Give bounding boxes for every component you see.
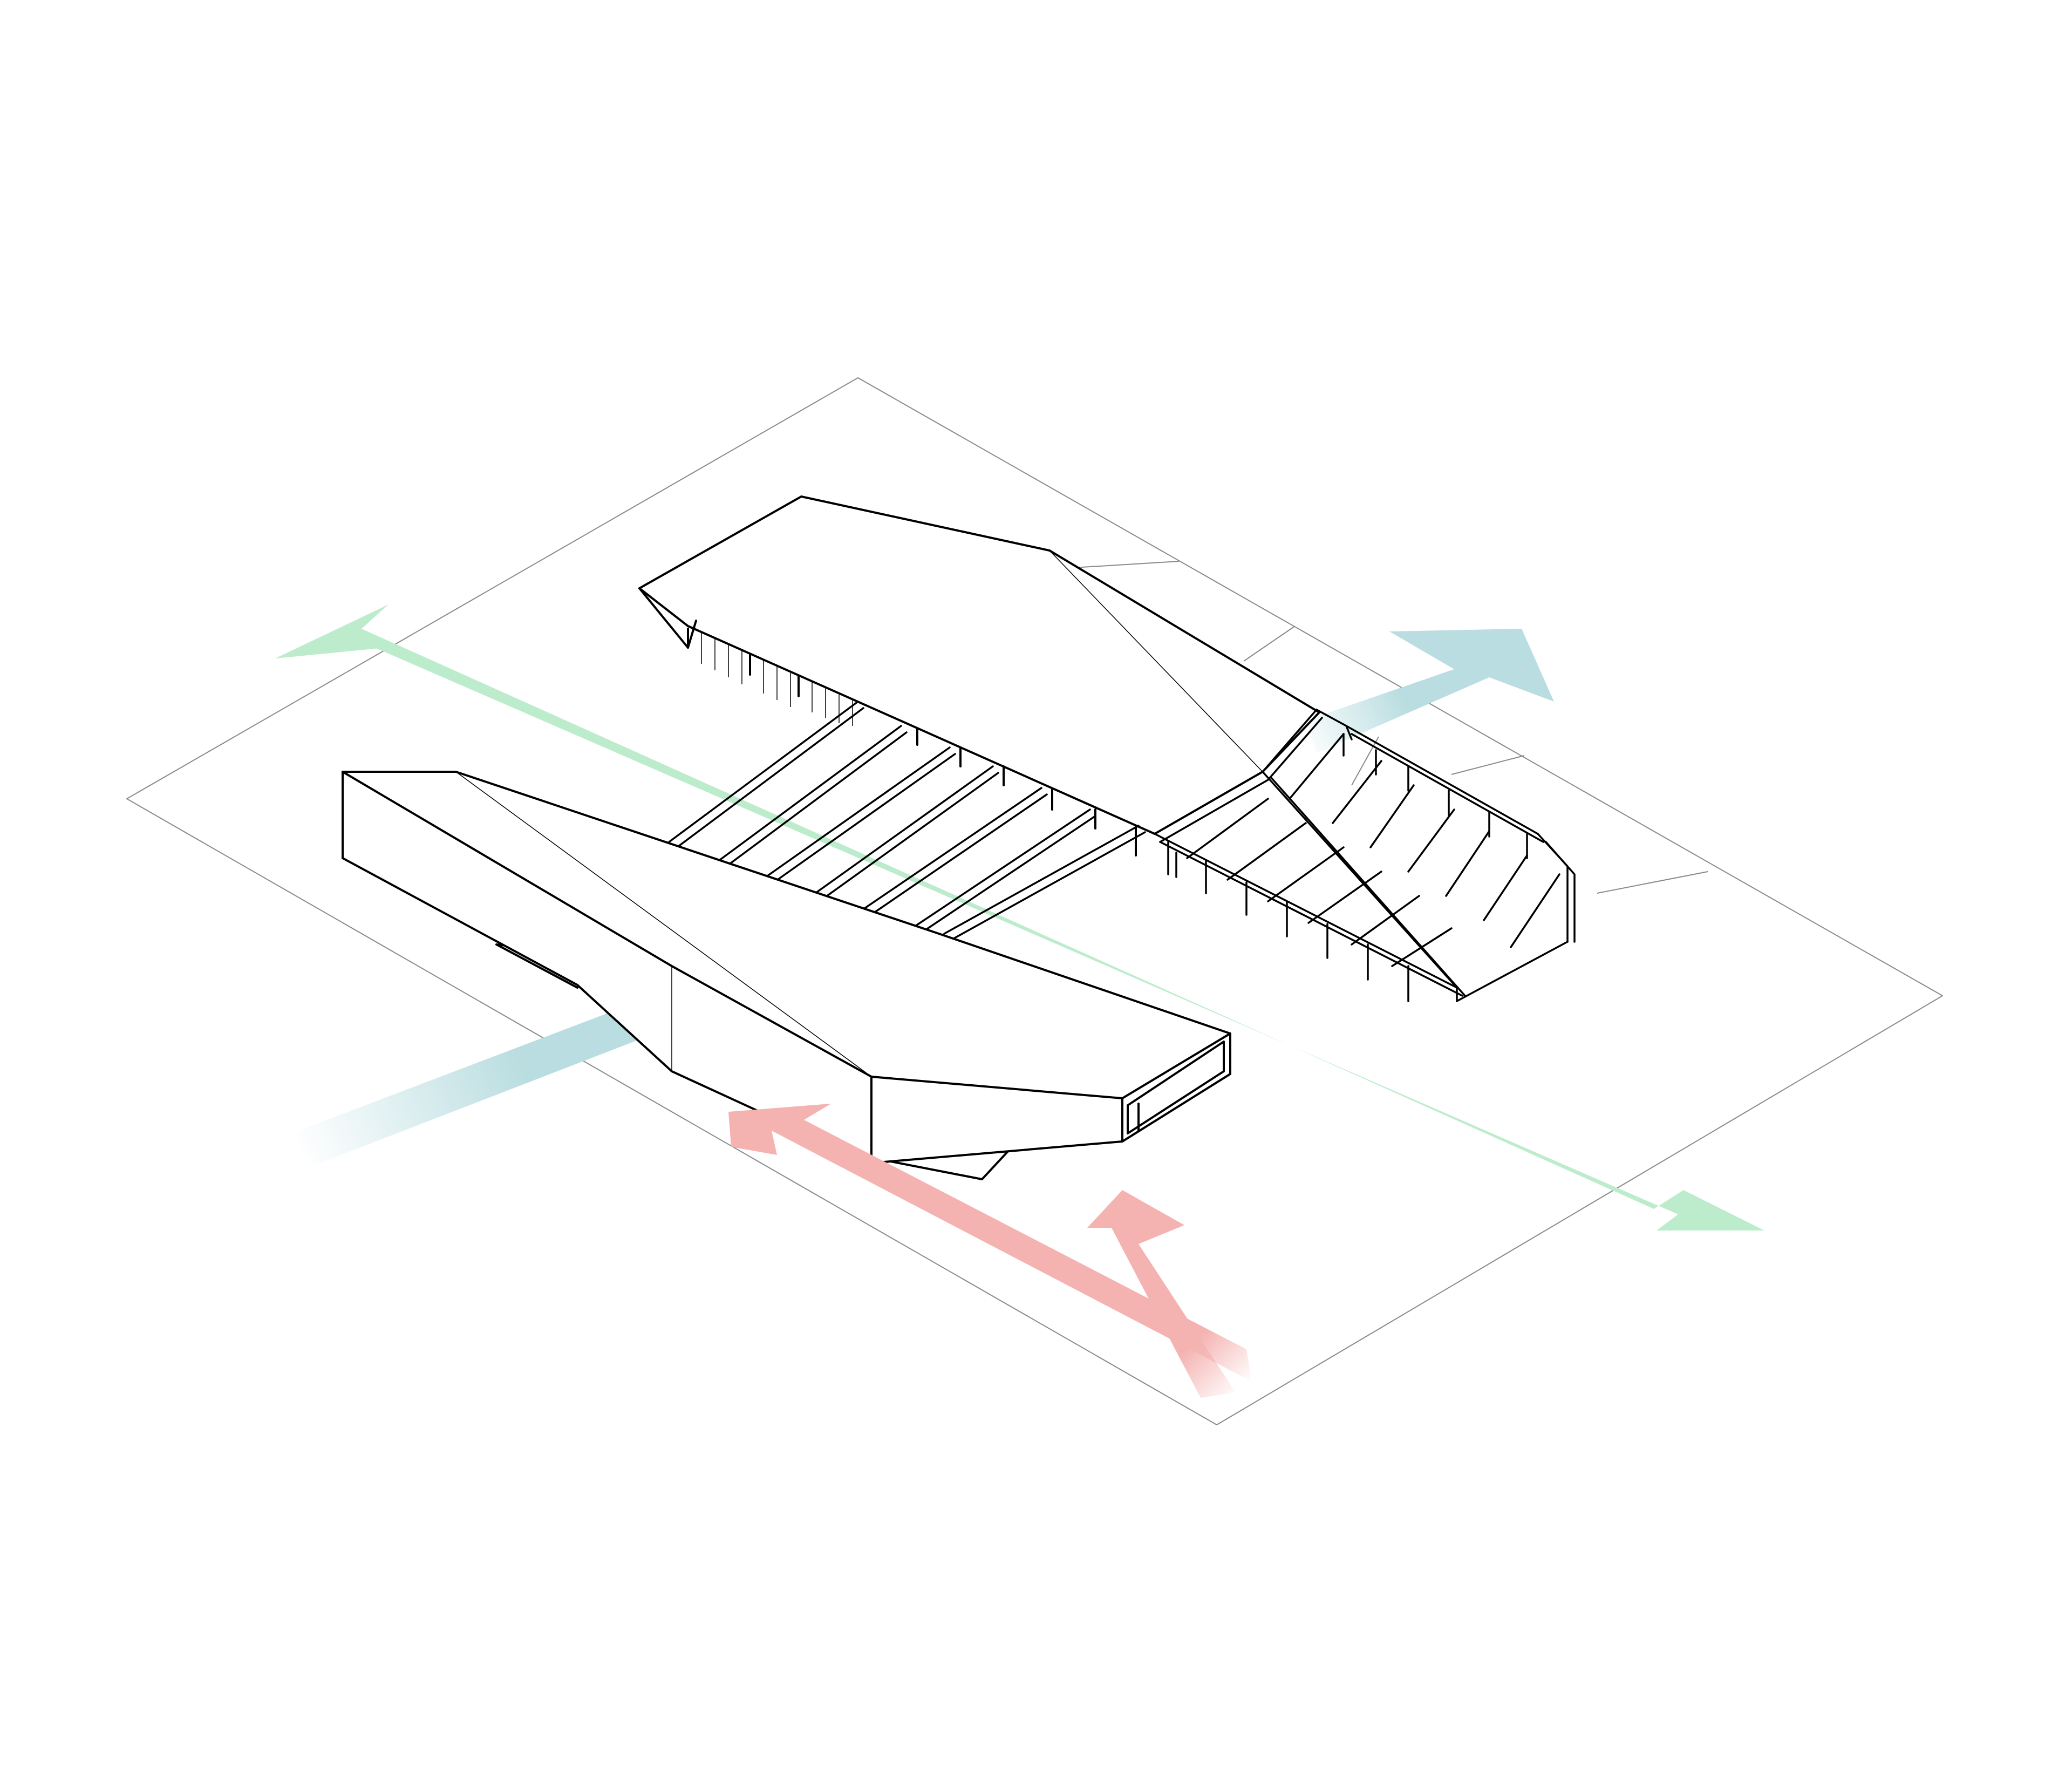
architectural-axonometric-diagram [0, 0, 2072, 1781]
